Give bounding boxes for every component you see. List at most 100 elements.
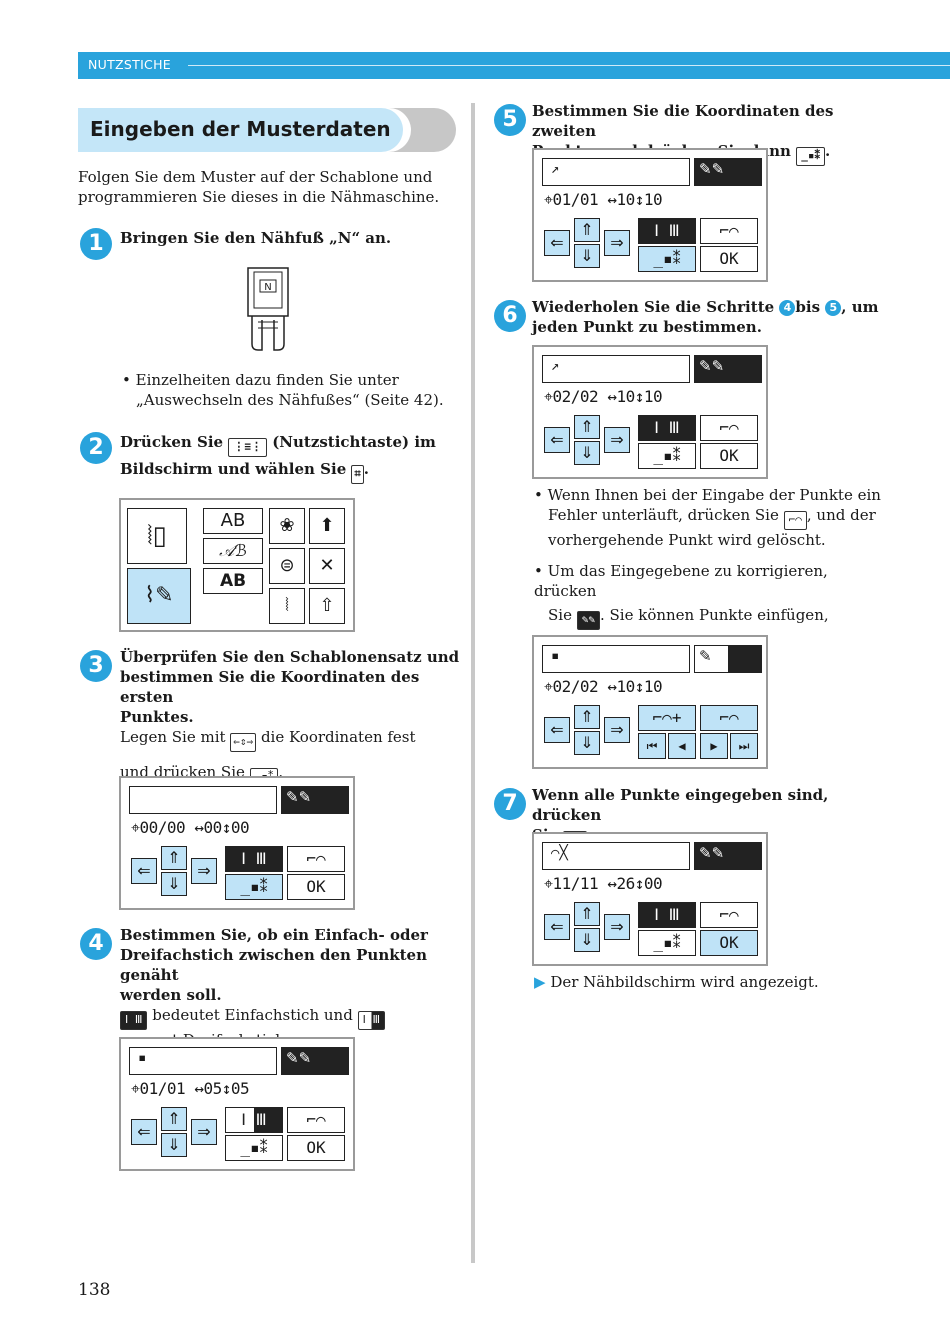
- stitch-edit-screen: ▪ ✎✎ ⌖02/02 ↔10↕10 ⇐ ⇑ ⇓ ⇒ ⌐⌒+ ⌐⌒ ⏮ ◀ ▶ …: [532, 635, 768, 769]
- arrow-down-button[interactable]: ⇓: [161, 872, 187, 896]
- edit-tool-button[interactable]: ✎✎: [694, 355, 762, 383]
- pattern-select-screen: ⦚▯ AB 𝒜ℬ AB ❀ ⬆ ⊜ ✕ ⦚ ⇧ ⌇✎: [119, 498, 355, 632]
- edit-tool-button[interactable]: ✎✎: [694, 158, 762, 186]
- delete-point-button[interactable]: ⌐⌒: [287, 1107, 345, 1133]
- ok-button[interactable]: OK: [287, 1135, 345, 1161]
- pattern-preview-field: [129, 786, 277, 814]
- single-stitch-button[interactable]: Ⅰ Ⅲ: [638, 218, 696, 244]
- ok-button[interactable]: OK: [700, 930, 758, 956]
- arrow-up-button[interactable]: ⇑: [161, 846, 187, 870]
- edit-tool-button[interactable]: ✎✎: [694, 842, 762, 870]
- arrow-up-button[interactable]: ⇑: [574, 218, 600, 242]
- insert-point-button[interactable]: ⌐⌒+: [638, 705, 696, 731]
- intro-text: Folgen Sie dem Muster auf der Schablone …: [78, 167, 439, 207]
- triple-stitch-key-icon: Ⅰ Ⅲ: [357, 1011, 386, 1030]
- arrow-left-button[interactable]: ⇐: [131, 1119, 157, 1145]
- delete-point-button[interactable]: ⌐⌒: [700, 705, 758, 731]
- set-point-button[interactable]: _▪⁑: [638, 246, 696, 272]
- edit-tool-icon: ✎✎: [699, 357, 725, 375]
- edit-tool-key-icon: ✎✎: [576, 611, 600, 630]
- decorative-stitch-button[interactable]: ❀: [269, 508, 305, 544]
- ok-button[interactable]: OK: [700, 443, 758, 469]
- pattern-preview-field: ↗: [542, 158, 690, 186]
- stitch-input-screen-step3: ✎✎ ⌖00/00 ↔00↕00 ⇐ ⇑ ⇓ ⇒ Ⅰ Ⅲ ⌐⌒ _▪⁑ OK: [119, 776, 355, 910]
- delete-point-button[interactable]: ⌐⌒: [700, 902, 758, 928]
- arrow-left-button[interactable]: ⇐: [544, 427, 570, 453]
- arrow-left-button[interactable]: ⇐: [544, 717, 570, 743]
- step-ref-4: 4: [779, 300, 796, 316]
- step-number-4: 4: [80, 928, 112, 960]
- arrow-up-button[interactable]: ⇑: [574, 415, 600, 439]
- arrow-down-button[interactable]: ⇓: [574, 928, 600, 952]
- coordinate-readout: ⌖00/00 ↔00↕00: [131, 818, 250, 837]
- bullet-item: • Um das Eingegebene zu korrigieren, drü…: [534, 562, 828, 600]
- edit-tool-button[interactable]: ✎✎: [281, 786, 349, 814]
- single-stitch-button[interactable]: Ⅰ Ⅲ: [225, 846, 283, 872]
- delete-point-button[interactable]: ⌐⌒: [700, 415, 758, 441]
- arrow-down-button[interactable]: ⇓: [161, 1133, 187, 1157]
- arrow-right-button[interactable]: ⇒: [604, 717, 630, 743]
- coordinate-readout: ⌖01/01 ↔10↕10: [544, 190, 663, 209]
- arrow-up-button[interactable]: ⇑: [574, 902, 600, 926]
- delete-point-button[interactable]: ⌐⌒: [700, 218, 758, 244]
- step-1-note: • Einzelheiten dazu finden Sie unter „Au…: [122, 371, 444, 409]
- next-point-button[interactable]: ▶: [700, 733, 728, 759]
- stitch-input-screen-step5: ↗ ✎✎ ⌖01/01 ↔10↕10 ⇐ ⇑ ⇓ ⇒ Ⅰ Ⅲ ⌐⌒ _▪⁑ OK: [532, 148, 768, 282]
- result-arrow-icon: ▶: [534, 973, 546, 991]
- utility-stitch-button[interactable]: ⦚▯: [127, 508, 187, 564]
- presser-foot-n-illustration: N: [247, 267, 289, 351]
- section-header-bar: NUTZSTICHE: [78, 52, 950, 79]
- arrow-up-button[interactable]: ⇑: [574, 705, 600, 729]
- coordinate-readout: ⌖02/02 ↔10↕10: [544, 677, 663, 696]
- coordinate-readout: ⌖02/02 ↔10↕10: [544, 387, 663, 406]
- first-point-button[interactable]: ⏮: [638, 733, 666, 759]
- arrow-left-button[interactable]: ⇐: [544, 230, 570, 256]
- ok-button[interactable]: OK: [700, 246, 758, 272]
- ok-button[interactable]: OK: [287, 874, 345, 900]
- edit-tool-icon: ✎✎: [699, 160, 725, 178]
- heirloom-stitch-button[interactable]: ⊜: [269, 548, 305, 584]
- arrow-right-button[interactable]: ⇒: [191, 858, 217, 884]
- edit-tool-button[interactable]: ✎✎: [281, 1047, 349, 1075]
- character-ab-button[interactable]: AB: [203, 508, 263, 534]
- arrow-right-button[interactable]: ⇒: [604, 914, 630, 940]
- memory-recall-button[interactable]: ⇧: [309, 588, 345, 624]
- edit-tool-button[interactable]: ✎✎: [694, 645, 762, 673]
- satin-stitch-button[interactable]: ⬆: [309, 508, 345, 544]
- single-stitch-key-icon: Ⅰ Ⅲ: [120, 1011, 148, 1030]
- set-point-button[interactable]: _▪⁑: [225, 874, 283, 900]
- stitch-input-screen-step4: ▪ ✎✎ ⌖01/01 ↔05↕05 ⇐ ⇑ ⇓ ⇒ Ⅰ Ⅲ ⌐⌒ _▪⁑ OK: [119, 1037, 355, 1171]
- pattern-template-key-icon: ⌗: [351, 465, 364, 484]
- arrow-down-button[interactable]: ⇓: [574, 731, 600, 755]
- step-6-bullets: • Wenn Ihnen bei der Eingabe der Punkte …: [534, 485, 894, 654]
- script-font-button[interactable]: 𝒜ℬ: [203, 538, 263, 564]
- last-point-button[interactable]: ⏭: [730, 733, 758, 759]
- prev-point-button[interactable]: ◀: [668, 733, 696, 759]
- triple-stitch-button[interactable]: Ⅰ Ⅲ: [225, 1107, 283, 1133]
- arrow-right-button[interactable]: ⇒: [604, 427, 630, 453]
- buttonhole-stitch-button[interactable]: ⦚: [269, 588, 305, 624]
- set-point-button[interactable]: _▪⁑: [225, 1135, 283, 1161]
- my-custom-stitch-button[interactable]: ⌇✎: [127, 568, 191, 624]
- step-1-text: Bringen Sie den Nähfuß „N“ an.: [120, 229, 392, 247]
- coordinate-readout: ⌖11/11 ↔26↕00: [544, 874, 663, 893]
- step-number-5: 5: [494, 104, 526, 136]
- single-stitch-button[interactable]: Ⅰ Ⅲ: [638, 902, 696, 928]
- set-point-button[interactable]: _▪⁑: [638, 930, 696, 956]
- arrow-down-button[interactable]: ⇓: [574, 244, 600, 268]
- bold-font-button[interactable]: AB: [203, 568, 263, 594]
- step-2-text: Drücken Sie ⋮≡⋮ (Nutzstichtaste) im Bild…: [120, 430, 460, 484]
- arrow-left-button[interactable]: ⇐: [131, 858, 157, 884]
- arrow-up-button[interactable]: ⇑: [161, 1107, 187, 1131]
- pattern-preview-field: ▪: [129, 1047, 277, 1075]
- cross-stitch-button[interactable]: ✕: [309, 548, 345, 584]
- arrow-right-button[interactable]: ⇒: [604, 230, 630, 256]
- set-point-button[interactable]: _▪⁑: [638, 443, 696, 469]
- arrow-down-button[interactable]: ⇓: [574, 441, 600, 465]
- single-stitch-button[interactable]: Ⅰ Ⅲ: [638, 415, 696, 441]
- arrow-left-button[interactable]: ⇐: [544, 914, 570, 940]
- delete-point-button[interactable]: ⌐⌒: [287, 846, 345, 872]
- arrow-right-button[interactable]: ⇒: [191, 1119, 217, 1145]
- coordinate-readout: ⌖01/01 ↔05↕05: [131, 1079, 250, 1098]
